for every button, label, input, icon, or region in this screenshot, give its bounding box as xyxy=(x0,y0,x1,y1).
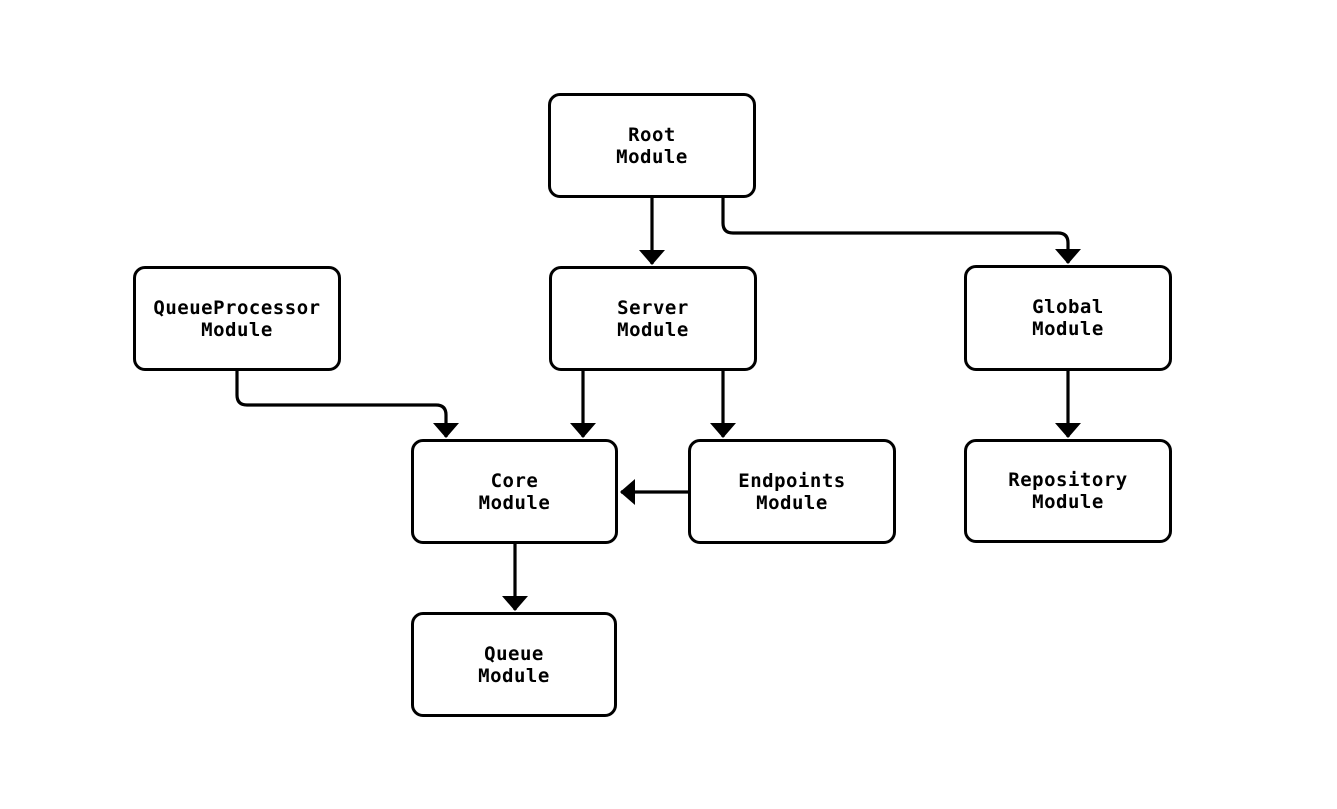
node-label-line: QueueProcessor xyxy=(153,296,321,319)
node-label-line: Module xyxy=(478,664,550,687)
edge-root-to-global xyxy=(721,197,1081,264)
node-label-line: Server xyxy=(617,296,689,319)
node-label-line: Global xyxy=(1032,296,1104,318)
node-label-line: Module xyxy=(1032,491,1104,513)
node-label-line: Module xyxy=(617,318,689,341)
node-label-line: Module xyxy=(616,145,688,168)
node-label-line: Core xyxy=(490,469,539,492)
edge-queueprocessor-to-core xyxy=(235,370,459,438)
node-label-line: Module xyxy=(478,491,551,514)
node-label-line: Module xyxy=(756,491,828,514)
node-label-line: Root xyxy=(628,123,676,146)
node-label-line: Module xyxy=(1032,318,1104,340)
node-label-line: Module xyxy=(201,318,273,341)
node-label-line: Queue xyxy=(484,642,544,665)
node-label-line: Repository xyxy=(1008,469,1128,491)
node-label-line: Endpoints xyxy=(738,469,846,492)
